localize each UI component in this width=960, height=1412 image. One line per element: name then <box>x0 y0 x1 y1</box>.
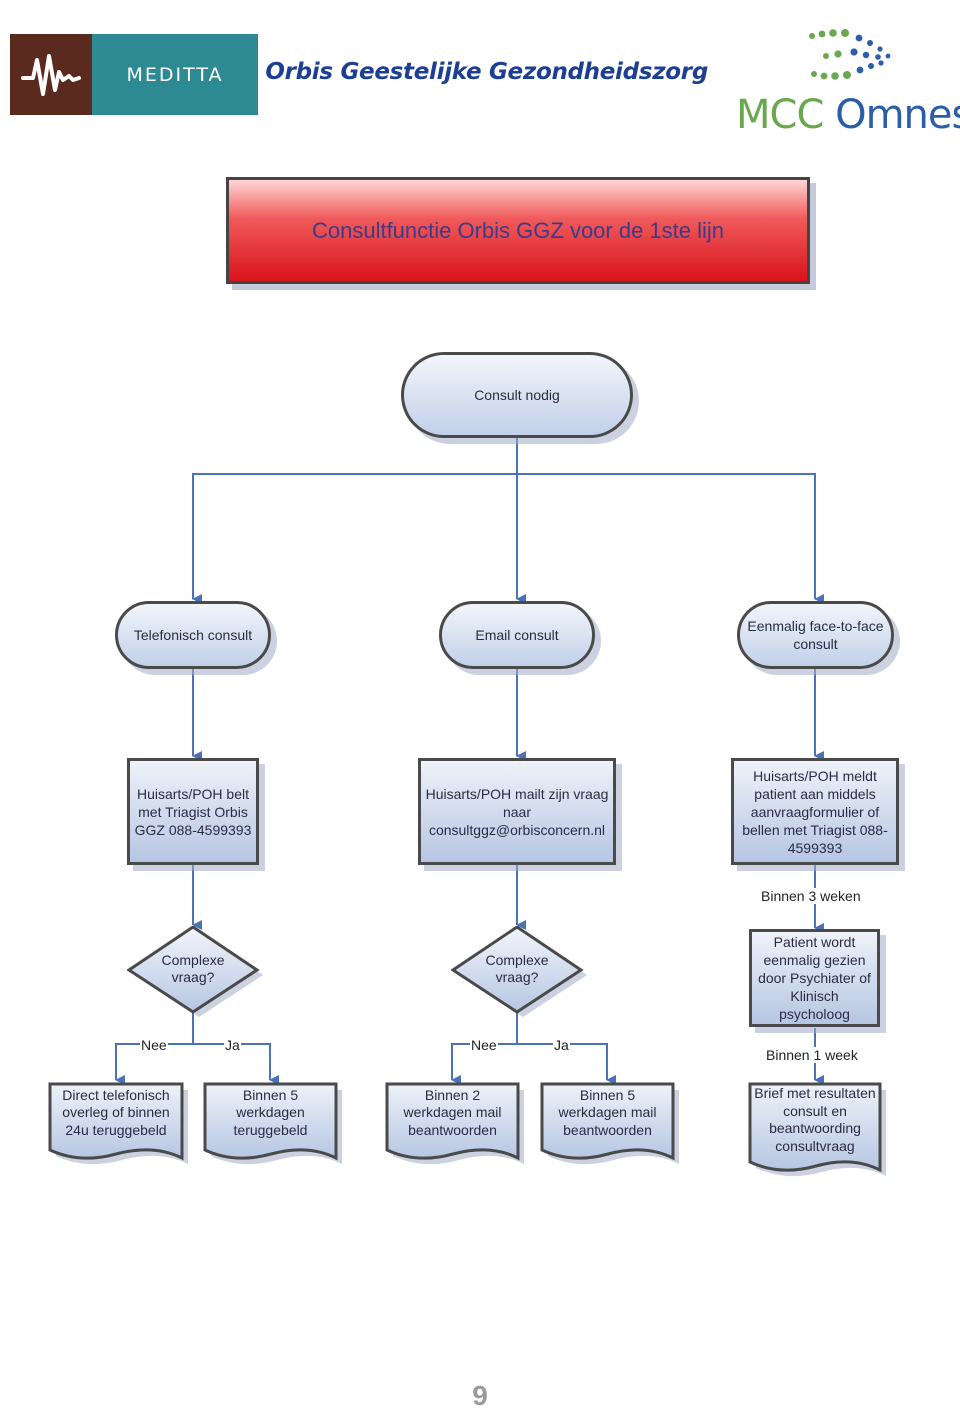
title-box: Consultfunctie Orbis GGZ voor de 1ste li… <box>226 177 810 284</box>
channel-telefonisch-label: Telefonisch consult <box>133 627 253 643</box>
step-telefonisch-label: Huisarts/POH belt met Triagist Orbis GGZ… <box>134 785 252 838</box>
doc-mail-nee-shape <box>385 1082 524 1165</box>
page-number: 9 <box>472 1380 488 1411</box>
channel-email: Email consult <box>439 601 595 669</box>
channel-telefonisch: Telefonisch consult <box>115 601 271 669</box>
outcome-tel-ja-label: Binnen 5 werkdagen teruggebeld <box>233 1086 308 1138</box>
doc-mail-ja-shape <box>540 1082 679 1165</box>
channel-face: Eenmalig face-to-face consult <box>737 601 894 669</box>
label-mail-nee: Nee <box>470 1037 498 1053</box>
doc-tel-ja-shape <box>203 1082 342 1165</box>
meditta-wave-icon <box>10 34 92 115</box>
outcome-tel-nee: Direct telefonisch overleg of binnen 24u… <box>52 1085 180 1141</box>
decision-telefonisch: Complexe vraag? <box>143 943 243 995</box>
connector-mail-ja <box>517 1043 616 1085</box>
step-email-label: Huisarts/POH mailt zijn vraag naar consu… <box>425 785 609 838</box>
step-face-visit: Patient wordt eenmalig gezien door Psych… <box>749 929 880 1027</box>
mcc-text: MCC <box>736 92 824 138</box>
label-binnen-3-weken: Binnen 3 weken <box>760 888 862 904</box>
channel-face-label: Eenmalig face-to-face consult <box>747 618 884 652</box>
outcome-mail-ja-label: Binnen 5 werkdagen mail beantwoorden <box>558 1086 657 1138</box>
label-mail-ja: Ja <box>553 1037 570 1053</box>
step-email: Huisarts/POH mailt zijn vraag naar consu… <box>418 758 616 865</box>
step-face-label: Huisarts/POH meldt patient aan middels a… <box>742 767 888 856</box>
meditta-logo-text: MEDITTA <box>92 34 258 115</box>
mcc-omnes-logo: MCC Omnes <box>728 4 960 144</box>
outcome-mail-nee: Binnen 2 werkdagen mail beantwoorden <box>389 1085 516 1141</box>
decision-telefonisch-shape <box>127 926 263 1017</box>
start-label: Consult nodig <box>474 387 560 403</box>
connector-start-telefonisch <box>192 473 517 604</box>
step-face-visit-label: Patient wordt eenmalig gezien door Psych… <box>758 934 871 1022</box>
label-binnen-1-week: Binnen 1 week <box>765 1047 859 1063</box>
outcome-tel-nee-label: Direct telefonisch overleg of binnen 24u… <box>62 1086 170 1138</box>
start-node: Consult nodig <box>401 352 633 438</box>
step-telefonisch: Huisarts/POH belt met Triagist Orbis GGZ… <box>127 758 259 865</box>
step-face: Huisarts/POH meldt patient aan middels a… <box>731 758 899 865</box>
page-title: Consultfunctie Orbis GGZ voor de 1ste li… <box>311 217 725 243</box>
orbis-logo: Orbis Geestelijke Gezondheidszorg <box>265 46 708 98</box>
decision-email: Complexe vraag? <box>467 943 567 995</box>
mcc-omnes-text: MCC Omnes <box>736 92 960 138</box>
outcome-mail-nee-label: Binnen 2 werkdagen mail beantwoorden <box>403 1086 502 1138</box>
outcome-face: Brief met resultaten consult en beantwoo… <box>752 1085 878 1155</box>
label-tel-ja: Ja <box>224 1037 241 1053</box>
orbis-swoosh-icon <box>268 70 272 75</box>
connector-tel-ja <box>193 1043 279 1085</box>
connector-start-face <box>517 473 824 604</box>
decision-email-shape <box>451 926 587 1017</box>
mcc-dots-icon <box>809 29 891 80</box>
omnes-text: Omnes <box>835 92 960 138</box>
decision-email-label: Complexe vraag? <box>485 951 549 986</box>
meditta-logo: MEDITTA <box>10 34 258 115</box>
channel-email-label: Email consult <box>475 627 559 643</box>
label-tel-nee: Nee <box>140 1037 168 1053</box>
outcome-face-label: Brief met resultaten consult en beantwoo… <box>754 1085 876 1154</box>
doc-tel-nee-shape <box>48 1082 188 1165</box>
orbis-logo-text: Orbis Geestelijke Gezondheidszorg <box>265 59 708 85</box>
doc-face-shape <box>748 1082 886 1177</box>
outcome-tel-ja: Binnen 5 werkdagen teruggebeld <box>207 1085 334 1141</box>
outcome-mail-ja: Binnen 5 werkdagen mail beantwoorden <box>544 1085 671 1141</box>
decision-telefonisch-label: Complexe vraag? <box>161 951 225 986</box>
